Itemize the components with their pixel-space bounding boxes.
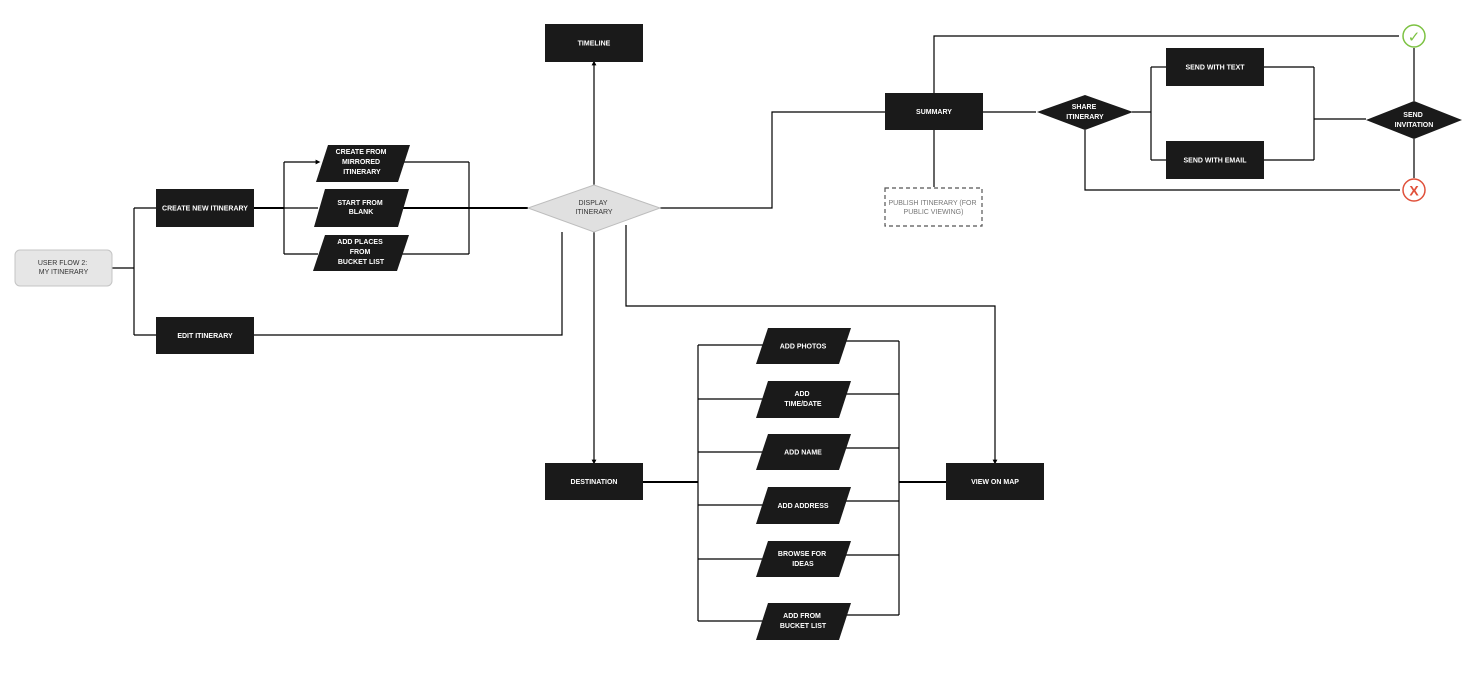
decision-display-itinerary-label: DISPLAY ITINERARY <box>575 200 613 216</box>
node-add-photos-label: ADD PHOTOS <box>780 344 827 351</box>
node-send-with-text: SEND WITH TEXT <box>1166 48 1264 86</box>
node-create-from-mirrored: CREATE FROM MIRRORED ITINERARY <box>316 145 410 182</box>
x-icon: X <box>1409 183 1419 199</box>
node-send-with-email-label: SEND WITH EMAIL <box>1184 158 1248 165</box>
node-add-time-date: ADD TIME/DATE <box>756 381 851 418</box>
outcome-success: ✓ <box>1402 24 1426 48</box>
node-add-photos: ADD PHOTOS <box>756 328 851 364</box>
node-add-address: ADD ADDRESS <box>756 487 851 524</box>
node-start-from-blank: START FROM BLANK <box>314 189 409 227</box>
decision-share-itinerary: SHARE ITINERARY <box>1037 95 1133 130</box>
node-summary: SUMMARY <box>885 93 983 130</box>
node-timeline: TIMELINE <box>545 24 643 62</box>
node-user-flow-start: USER FLOW 2: MY ITINERARY <box>14 249 113 287</box>
node-summary-label: SUMMARY <box>916 109 952 116</box>
node-add-from-bucket-list: ADD FROM BUCKET LIST <box>756 603 851 640</box>
node-publish-itinerary-label: PUBLISH ITINERARY (FOR PUBLIC VIEWING) <box>889 200 979 216</box>
node-user-flow-start-label: USER FLOW 2: MY ITINERARY <box>38 260 89 276</box>
node-edit-itinerary: EDIT ITINERARY <box>156 317 254 354</box>
node-create-from-mirrored-label: CREATE FROM MIRRORED ITINERARY <box>336 149 389 176</box>
decision-display-itinerary: DISPLAY ITINERARY <box>526 184 662 233</box>
node-destination-label: DESTINATION <box>571 479 618 486</box>
connectors <box>112 35 1415 622</box>
node-timeline-label: TIMELINE <box>578 41 611 48</box>
node-add-time-date-label: ADD TIME/DATE <box>784 391 822 408</box>
node-add-places-from-bucket-list: ADD PLACES FROM BUCKET LIST <box>313 235 409 271</box>
node-add-places-from-bucket-list-label: ADD PLACES FROM BUCKET LIST <box>337 239 385 266</box>
node-add-name: ADD NAME <box>756 434 851 470</box>
node-add-name-label: ADD NAME <box>784 450 822 457</box>
node-publish-itinerary: PUBLISH ITINERARY (FOR PUBLIC VIEWING) <box>884 187 983 227</box>
node-destination: DESTINATION <box>545 463 643 500</box>
decision-send-invitation-label: SEND INVITATION <box>1395 112 1434 129</box>
node-view-on-map-label: VIEW ON MAP <box>971 479 1019 486</box>
node-start-from-blank-label: START FROM BLANK <box>337 200 384 216</box>
node-send-with-email: SEND WITH EMAIL <box>1166 141 1264 179</box>
node-send-with-text-label: SEND WITH TEXT <box>1185 65 1245 72</box>
outcome-failure: X <box>1402 178 1426 202</box>
node-create-new-itinerary-label: CREATE NEW ITINERARY <box>162 206 248 213</box>
node-edit-itinerary-label: EDIT ITINERARY <box>177 333 233 340</box>
node-add-from-bucket-list-label: ADD FROM BUCKET LIST <box>780 613 827 630</box>
node-view-on-map: VIEW ON MAP <box>946 463 1044 500</box>
decision-send-invitation: SEND INVITATION <box>1366 101 1462 139</box>
decision-share-itinerary-label: SHARE ITINERARY <box>1066 104 1104 121</box>
node-browse-for-ideas-label: BROWSE FOR IDEAS <box>778 551 828 568</box>
node-create-new-itinerary: CREATE NEW ITINERARY <box>156 189 254 227</box>
node-add-address-label: ADD ADDRESS <box>777 503 828 510</box>
node-browse-for-ideas: BROWSE FOR IDEAS <box>756 541 851 577</box>
check-icon: ✓ <box>1408 28 1421 46</box>
